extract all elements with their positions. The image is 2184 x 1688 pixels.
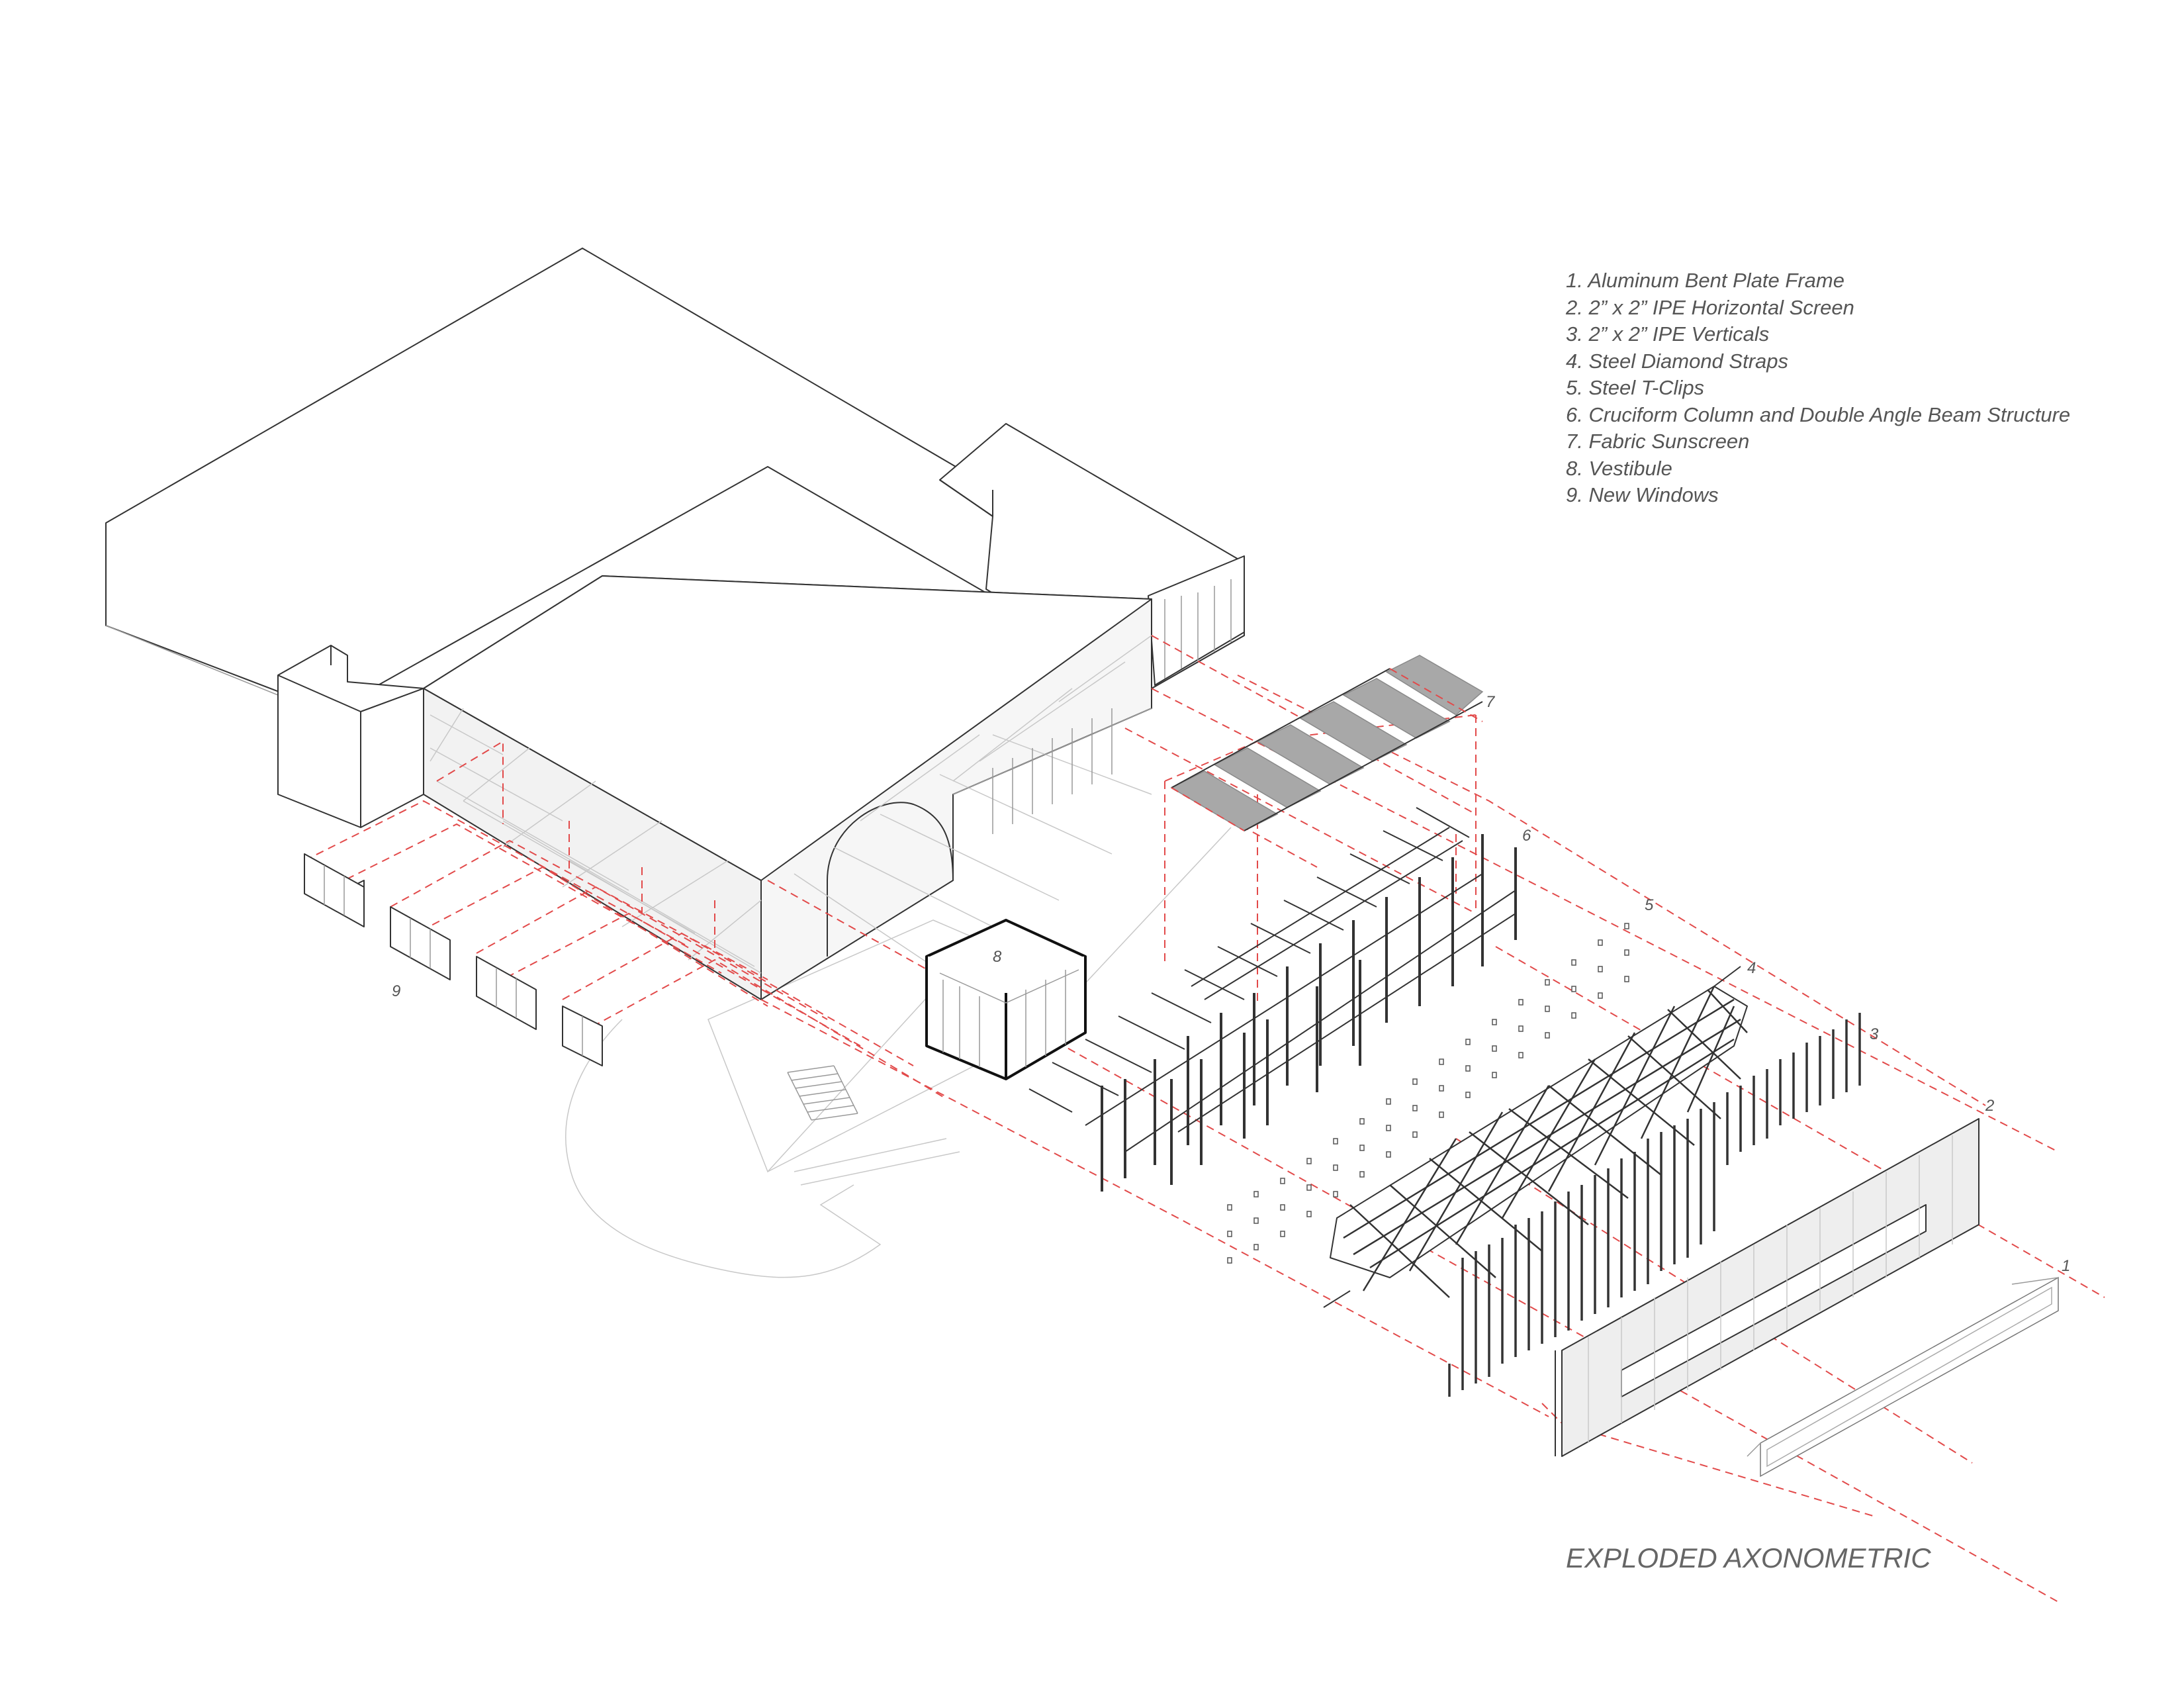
ipe-verticals: [1448, 1013, 1861, 1397]
callout-1: 1: [2062, 1257, 2070, 1275]
cruciform-column-beam-structure: [1028, 807, 1517, 1192]
legend-item: 6. Cruciform Column and Double Angle Bea…: [1566, 402, 2071, 426]
legend-item: 5. Steel T-Clips: [1566, 376, 1705, 399]
window-unit: [562, 1006, 603, 1066]
legend-item: 3. 2” x 2” IPE Verticals: [1566, 322, 1770, 346]
ipe-horizontal-screen: [1555, 1118, 1979, 1457]
fabric-sunscreen: [1170, 655, 1484, 831]
aluminum-bent-plate-frame: [1747, 1276, 2059, 1477]
callout-8: 8: [993, 948, 1002, 966]
callout-6: 6: [1522, 827, 1531, 845]
drawing-caption: EXPLODED AXONOMETRIC: [1566, 1542, 1931, 1573]
callout-numbers: 1 2 3 4 5 6 7 8 9: [392, 693, 2070, 1275]
legend-item: 4. Steel Diamond Straps: [1566, 349, 1789, 373]
legend-item: 8. Vestibule: [1566, 456, 1672, 480]
callout-5: 5: [1645, 896, 1654, 914]
window-unit: [390, 906, 451, 980]
callout-3: 3: [1870, 1025, 1879, 1043]
site-stairs: [787, 1065, 858, 1121]
callout-9: 9: [392, 982, 400, 1000]
callout-7: 7: [1486, 693, 1496, 711]
existing-building: [105, 248, 1245, 1000]
callout-2: 2: [1985, 1097, 1994, 1115]
window-unit: [476, 956, 537, 1030]
window-unit: [304, 853, 365, 927]
callout-4: 4: [1747, 959, 1756, 977]
steel-t-clips: [1227, 923, 1629, 1264]
legend-item: 2. 2” x 2” IPE Horizontal Screen: [1566, 295, 1854, 319]
legend-item: 9. New Windows: [1566, 483, 1719, 506]
component-legend: 1. Aluminum Bent Plate Frame 2. 2” x 2” …: [1566, 267, 2070, 509]
legend-item: 1. Aluminum Bent Plate Frame: [1566, 269, 1844, 292]
steel-diamond-straps: [1323, 966, 1748, 1308]
legend-item: 7. Fabric Sunscreen: [1566, 430, 1750, 453]
vestibule: [925, 919, 1087, 1080]
new-windows: [304, 853, 603, 1066]
diamond-glazing-pattern: [430, 635, 1152, 980]
